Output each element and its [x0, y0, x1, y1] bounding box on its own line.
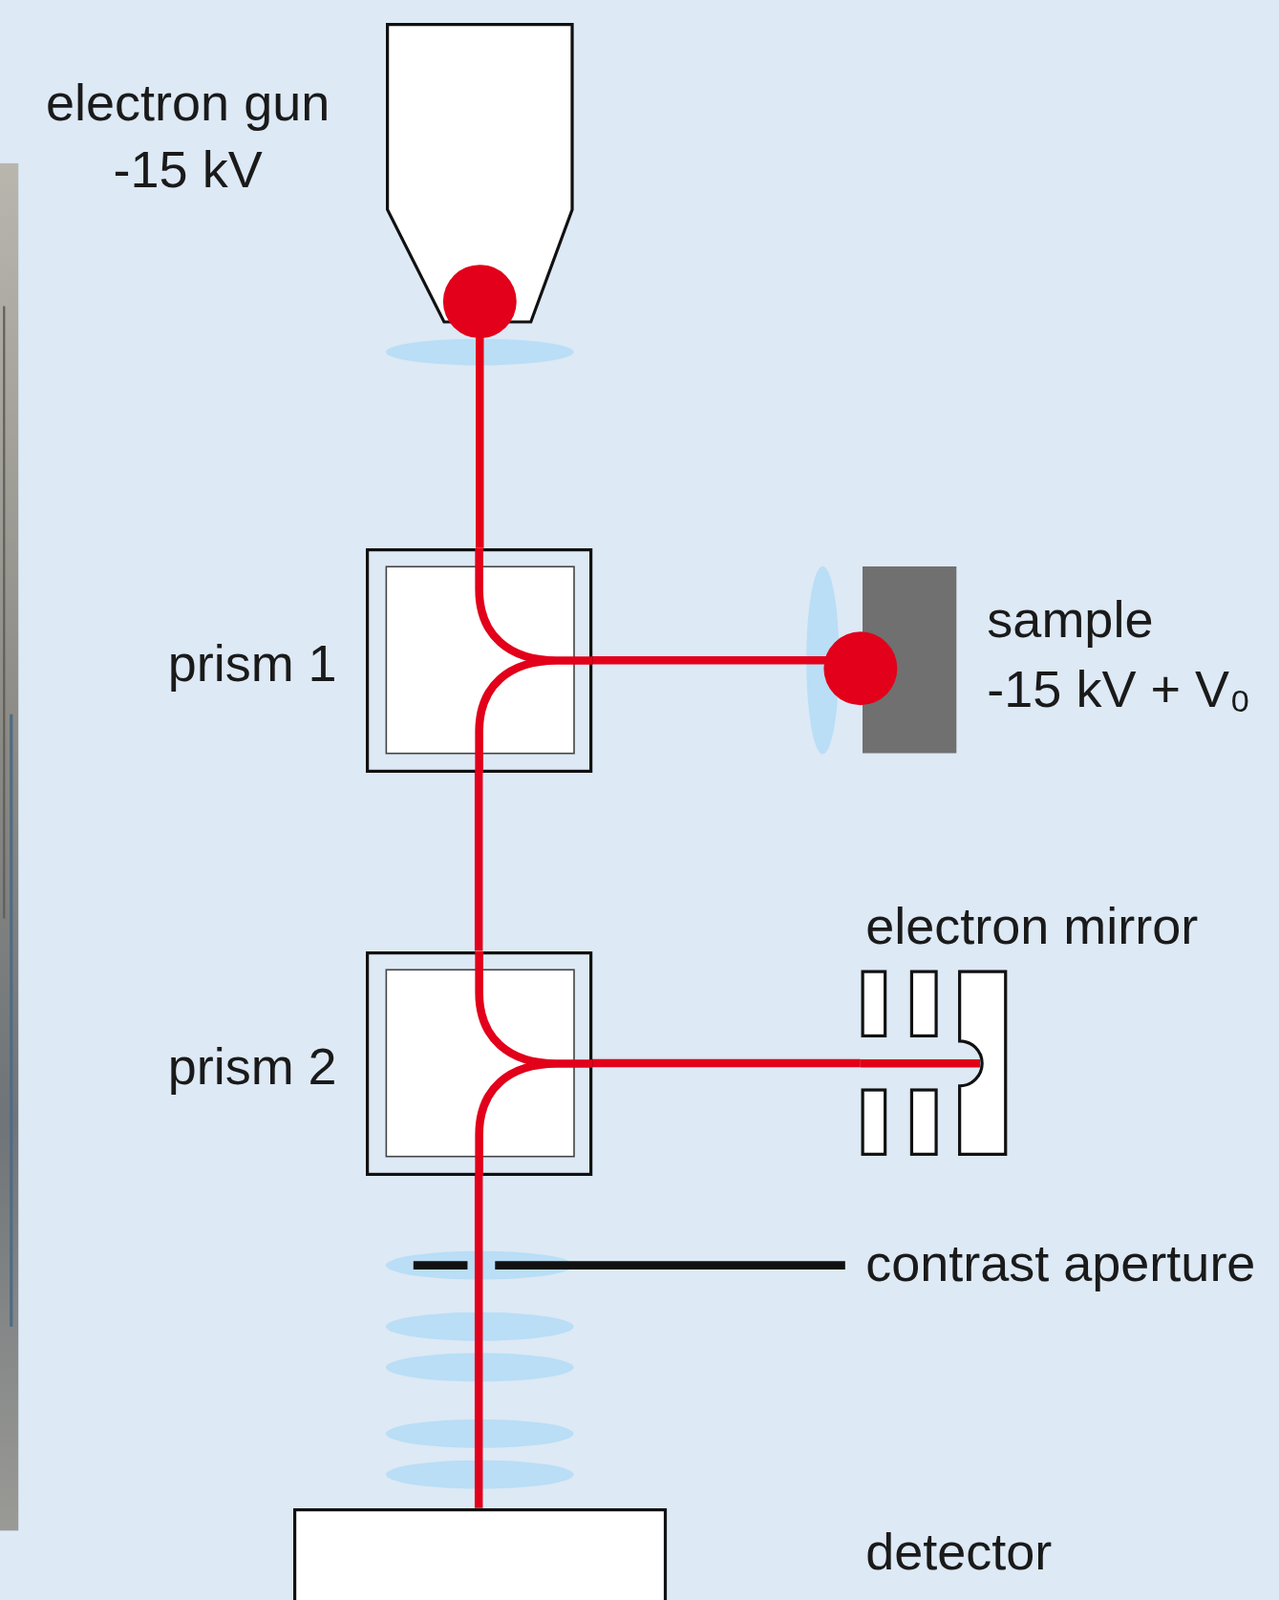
- electron-beam: [474, 772, 484, 952]
- node-shape: [860, 969, 1008, 1156]
- node-value: -15 kV: [113, 139, 263, 199]
- beam-path: [478, 951, 593, 1176]
- node-title: electron gun: [45, 72, 330, 132]
- aperture-plate: [494, 1260, 846, 1270]
- beam-spot: [823, 631, 897, 705]
- node-title: prism 1: [168, 633, 338, 693]
- photo-detail: [9, 714, 13, 1327]
- node-shape: [293, 1508, 667, 1600]
- detector-housing: [294, 1509, 665, 1600]
- mirror-electrode: [862, 1089, 886, 1154]
- node-shape: [385, 22, 575, 325]
- node-shape: [365, 548, 593, 773]
- node-title: electron mirror: [865, 895, 1198, 956]
- photo-strip: [0, 163, 19, 1531]
- electron-beam: [592, 1059, 861, 1068]
- sample-node: sample-15 kV + V₀: [862, 566, 957, 753]
- gun-node: electron gun-15 kV: [385, 22, 575, 325]
- node-title: detector: [865, 1521, 1052, 1581]
- mirror-electrode: [862, 971, 886, 1036]
- photo-detail: [2, 305, 5, 918]
- prism-node: prism 2: [365, 951, 593, 1176]
- aperture-plate: [413, 1260, 469, 1270]
- part-label: contrast aperture: [865, 1233, 1256, 1293]
- node-shape: [862, 566, 957, 753]
- node-title: sample: [986, 589, 1153, 649]
- node-shape: [365, 951, 593, 1176]
- detector-node: detector: [293, 1508, 667, 1600]
- mirror-node: electron mirror: [860, 969, 1008, 1156]
- node-value: -15 kV + V₀: [986, 659, 1251, 719]
- mirror-electrode: [911, 1089, 937, 1154]
- beam-path: [860, 1059, 981, 1068]
- beam-path: [478, 548, 593, 773]
- mirror-electrode: [911, 971, 937, 1036]
- prism-node: prism 1: [365, 548, 593, 773]
- electron-beam: [592, 656, 863, 665]
- electron-beam: [475, 324, 485, 549]
- electron-source: [443, 264, 517, 339]
- electron-beam: [474, 1175, 484, 1509]
- node-title: prism 2: [168, 1036, 338, 1096]
